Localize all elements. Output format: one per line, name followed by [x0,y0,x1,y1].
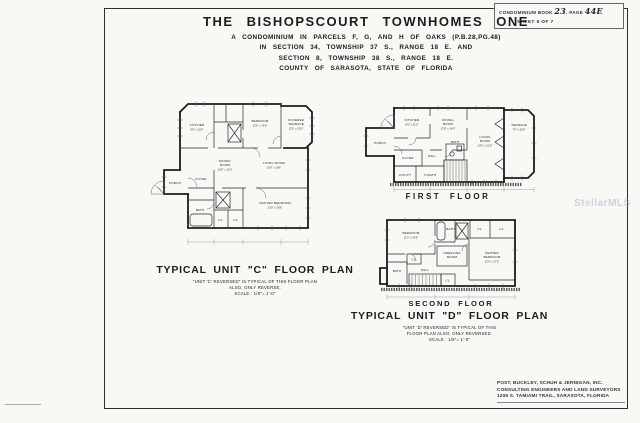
title-subline-3: SECTION 8, TOWNSHIP 38 S., RANGE 18 E. [278,54,454,62]
first-floor-dimension-line [393,187,535,192]
room-label: UTILITY [399,173,412,177]
title-subline-2: IN SECTION 34, TOWNSHIP 37 S., RANGE 18 … [259,44,473,52]
room-label: ROOM [447,255,457,259]
firm-address: 1209 S. TAMIAMI TRAIL, SARASOTA, FLORIDA [497,393,610,399]
room-label: DRESSING [443,251,461,255]
room-dims: 12'6" x 17'6" [485,260,500,264]
room-label: ROOM [220,163,230,167]
unit-c-interior-walls [180,104,308,228]
scan-artifact-dash [5,404,41,405]
room-label: KITCHEN [405,118,420,122]
condominium-book-box: CONDOMINIUM BOOK 23, PAGE 44E SHEET 6 OF… [494,3,624,29]
unit-c-floor-plan-drawing: KITCHEN 9'6" x 12'6" BEDROOM 12'6" x 14'… [150,101,315,245]
second-floor-plan-drawing: BEDROOM 11'0" x 14'6" BATH CL. CL. CL. C… [379,217,521,300]
room-label: CL. [477,227,482,231]
room-label: BATH [196,208,205,212]
room-label: TERRACE [288,122,304,126]
room-label: BEDROOM [251,119,268,123]
second-floor-room-labels: BEDROOM 11'0" x 14'6" BATH CL. CL. CL. C… [393,227,505,283]
room-label: DINING [219,159,231,163]
room-label: ROOM [443,122,453,126]
unit-c-heading-block: TYPICAL UNIT "C" FLOOR PLAN "UNIT 'C' RE… [155,264,355,296]
unit-d-heading-block: TYPICAL UNIT "D" FLOOR PLAN "UNIT 'D' RE… [342,310,557,342]
room-dims: 7'6" x 20'6" [512,128,525,132]
room-label: FOYER [402,156,414,160]
room-label: COVERED [288,118,305,122]
unit-c-room-labels: KITCHEN 9'6" x 12'6" BEDROOM 12'6" x 14'… [169,118,305,222]
firm-name: POST, BUCKLEY, SCHUH & JERNIGAN, INC. [497,380,603,385]
room-dims: 8'6" x 11'0" [405,123,418,127]
room-label: BATH [446,227,455,231]
title-subline-4: COUNTY OF SARASOTA, STATE OF FLORIDA [279,65,453,73]
unit-c-note-1: "UNIT 'C' REVERSED" IS TYPICAL OF THIS F… [192,279,318,284]
room-label: DINING [442,118,454,122]
room-label: MASTER [485,251,499,255]
unit-d-note-1: "UNIT 'D' REVERSED" IS TYPICAL OF THIS [402,325,497,330]
room-label: TERRACE [511,123,527,127]
first-floor-stairs [446,161,466,181]
first-floor-interior-walls [394,108,505,183]
unit-c-title: TYPICAL UNIT "C" FLOOR PLAN [156,264,354,276]
room-label: PORCH [169,181,181,185]
watermark: StellarMLS [574,198,631,209]
second-floor-exterior-walls [379,219,516,287]
room-dims: 13'0" x 16'6" [268,206,283,210]
room-label: HALL [428,154,436,158]
room-dims: 12'0" x 12'6" [289,127,304,131]
page-label: , PAGE [566,10,584,15]
first-floor-doors-and-windows [363,105,537,185]
book-number: 23 [554,6,567,16]
first-floor-room-labels: KITCHEN 8'6" x 11'0" DINING ROOM 12'6" x… [374,118,527,177]
room-label: FOYER [195,177,207,181]
second-floor-doors-and-windows [384,217,518,289]
room-label: CL. [445,279,450,283]
book-label: CONDOMINIUM BOOK [499,10,553,15]
room-label: KITCHEN [190,123,205,127]
room-label: HALL [421,268,429,272]
room-dims: 13'6" x 19'6" [267,166,282,170]
room-label: ROOM [480,139,490,143]
room-label: ½ BATH [424,173,436,177]
room-label: CL. [233,218,238,222]
first-floor-plan-drawing: KITCHEN 8'6" x 11'0" DINING ROOM 12'6" x… [363,105,537,192]
room-dims: 12'6" x 14'6" [253,124,268,128]
sheet-number-line: SHEET 6 OF 7 [517,19,554,24]
unit-c-doors-and-windows [150,101,315,231]
room-dims: 13'6" x 21'0" [478,144,493,148]
room-dims: 11'0" x 14'6" [404,236,419,240]
unit-d-scale: SCALE : 1/8"= 1'-0" [428,336,471,342]
room-label: CL. [218,218,223,222]
second-floor-dimension-line [386,294,516,300]
surveyor-firm-block: POST, BUCKLEY, SCHUH & JERNIGAN, INC. CO… [497,380,625,403]
room-label: LIVING ROOM [263,161,286,165]
title-subline-1: A CONDOMINIUM IN PARCELS F, G, AND H OF … [231,34,501,41]
title-block: THE BISHOPSCOURT TOWNHOMES ONE A CONDOMI… [146,14,586,75]
room-label: BATH [393,269,402,273]
condominium-book-line: CONDOMINIUM BOOK 23, PAGE 44E [499,6,623,16]
room-label: CL. [499,227,504,231]
second-floor-label: SECOND FLOOR [408,299,494,308]
unit-d-note-2: FLOOR PLAN ALSO, ONLY REVERSED. [406,330,493,336]
page-title: THE BISHOPSCOURT TOWNHOMES ONE [203,14,529,29]
unit-c-note-2: ALSO, ONLY REVERSE. [229,284,281,290]
firm-role: CONSULTING ENGINEERS AND LAND SURVEYORS [497,386,621,392]
second-floor-interior-walls [387,220,515,287]
room-dims: 12'6" x 14'6" [441,127,456,131]
unit-d-title: TYPICAL UNIT "D" FLOOR PLAN [350,310,549,322]
room-label: CL. [411,258,416,262]
second-floor-stairs [411,275,437,285]
first-floor-label: FIRST FLOOR [405,192,491,201]
unit-c-dimension-line [187,239,309,245]
room-label: BEDROOM [483,255,500,259]
room-dims: 9'6" x 12'6" [190,128,203,132]
room-label: PORCH [374,141,386,145]
room-label: BATH [451,140,460,144]
room-label: MASTER BEDROOM [259,201,291,205]
room-label: BEDROOM [402,231,419,235]
unit-c-scale: SCALE : 1/8"= 1'-0" [234,290,276,296]
page-number: 44E [584,6,603,16]
room-dims: 10'0" x 12'0" [218,168,233,172]
sheet-border [104,8,628,409]
room-label: LIVING [479,135,490,139]
